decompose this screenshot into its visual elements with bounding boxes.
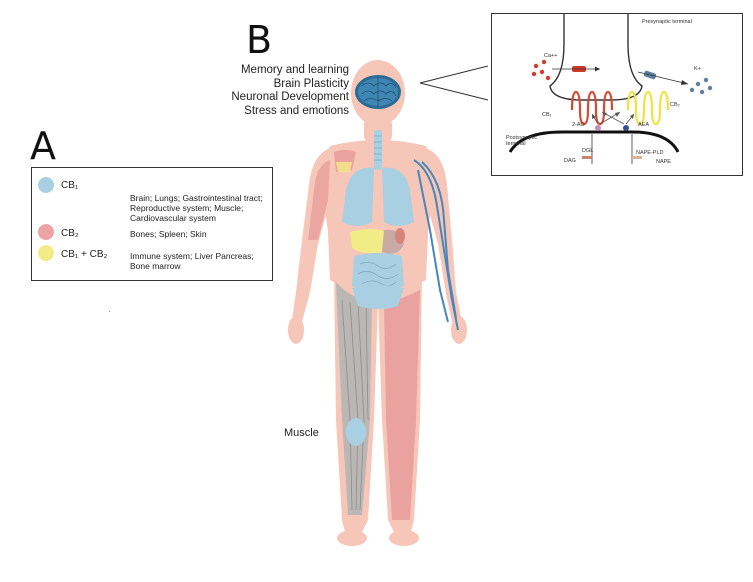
presynaptic-label: Presynaptic terminal bbox=[642, 19, 692, 25]
left-lung bbox=[342, 167, 374, 226]
cb1-color-swatch bbox=[38, 177, 54, 193]
muscle-label: Muscle bbox=[284, 427, 319, 439]
stray-mark bbox=[109, 311, 110, 312]
legend-desc: Bones; Spleen; Skin bbox=[130, 229, 207, 239]
panel-letter-a: A bbox=[30, 124, 56, 168]
brain-icon bbox=[355, 75, 401, 109]
spleen bbox=[395, 228, 405, 244]
cb2-receptor bbox=[626, 90, 670, 126]
brain-function-item: Neuronal Development bbox=[231, 91, 349, 103]
legend-desc: Immune system; Liver Pancreas; Bone marr… bbox=[130, 251, 254, 271]
dgl-label: DGL bbox=[582, 148, 594, 154]
nape-pld-label: NAPE-PLD bbox=[636, 150, 664, 156]
synapse-diagram bbox=[508, 14, 713, 164]
legend-key: CB₂ bbox=[61, 228, 79, 239]
brain-function-item: Memory and learning bbox=[240, 64, 349, 76]
pelvis bbox=[352, 285, 404, 309]
knee-joint bbox=[346, 418, 366, 446]
synapse-panel: Presynaptic terminal Postsynaptic termin… bbox=[491, 13, 743, 176]
cb1-receptor bbox=[570, 90, 614, 126]
aea-ligand bbox=[623, 125, 629, 131]
2-ag-label: 2-AG bbox=[572, 122, 585, 128]
brain-function-item: Stress and emotions bbox=[244, 104, 349, 117]
legend-key: CB₁ + CB₂ bbox=[61, 249, 108, 260]
receptor-legend: CB₁ Brain; Lungs; Gastrointestinal tract… bbox=[31, 167, 273, 281]
postsynaptic-label: Postsynaptic terminal bbox=[506, 135, 538, 147]
cb2-label: CB₂ bbox=[670, 102, 680, 108]
dgl-enzyme bbox=[582, 156, 592, 159]
cb2-color-swatch bbox=[38, 224, 54, 240]
leg-muscle-cb2 bbox=[384, 290, 420, 520]
arm-blood-vessels bbox=[413, 159, 459, 331]
arm-muscle-cb2 bbox=[308, 160, 330, 240]
brain-function-item: Brain Plasticity bbox=[273, 77, 349, 90]
calcium-ions bbox=[531, 59, 551, 81]
cb1-cb2-color-swatch bbox=[38, 245, 54, 261]
postsynaptic-membrane bbox=[508, 130, 680, 153]
potassium-ions bbox=[689, 77, 713, 95]
dag-label: DAG bbox=[564, 158, 576, 164]
potassium-label: K+ bbox=[694, 66, 701, 72]
right-lung bbox=[382, 167, 414, 226]
legend-key: CB₁ bbox=[61, 180, 79, 191]
shoulder-cb1cb2-region bbox=[336, 162, 352, 172]
zoom-callout-lines bbox=[419, 65, 489, 101]
legend-desc: Brain; Lungs; Gastrointestinal tract; Re… bbox=[130, 193, 263, 223]
presynaptic-membrane bbox=[549, 14, 643, 101]
panel-letter-b: B bbox=[246, 18, 273, 62]
nape-pld-enzyme bbox=[632, 156, 642, 159]
calcium-label: Ca++ bbox=[544, 53, 558, 59]
nape-label: NAPE bbox=[656, 159, 671, 165]
brain-function-list: Memory and learning Brain Plasticity Neu… bbox=[231, 64, 349, 118]
liver bbox=[350, 229, 388, 254]
2-ag-ligand bbox=[595, 125, 601, 131]
aea-label: AEA bbox=[638, 122, 650, 128]
cb1-label: CB₁ bbox=[542, 112, 552, 118]
